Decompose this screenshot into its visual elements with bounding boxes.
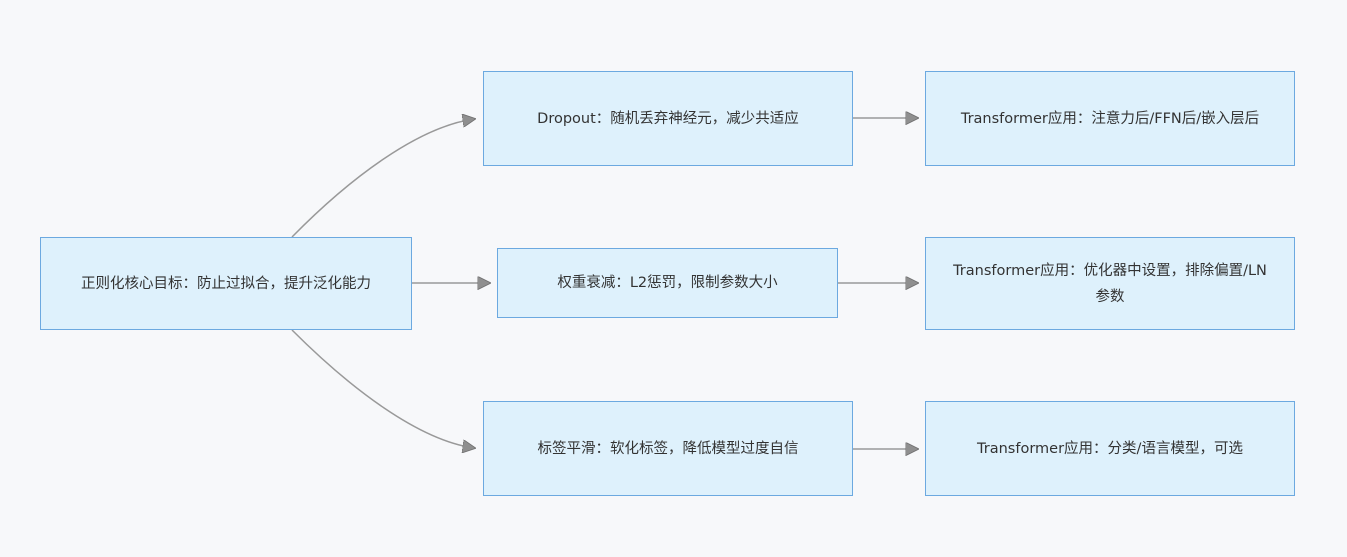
node-weight-decay-label: 权重衰减：L2惩罚，限制参数大小 xyxy=(557,275,778,291)
node-weight-decay: 权重衰减：L2惩罚，限制参数大小 xyxy=(497,248,838,318)
edge-root-dropout xyxy=(291,119,474,238)
node-label-smoothing: 标签平滑：软化标签，降低模型过度自信 xyxy=(483,401,853,496)
node-dropout-label: Dropout：随机丢弃神经元，减少共适应 xyxy=(537,110,799,127)
edge-root-label-smoothing xyxy=(291,329,474,448)
node-label-smoothing-label: 标签平滑：软化标签，降低模型过度自信 xyxy=(537,440,799,457)
node-root: 正则化核心目标：防止过拟合，提升泛化能力 xyxy=(40,237,412,330)
node-weight-decay-transformer-app: Transformer应用：优化器中设置，排除偏置/LN参数 xyxy=(925,237,1295,330)
node-label-smoothing-transformer-app-label: Transformer应用：分类/语言模型，可选 xyxy=(977,440,1243,457)
node-dropout: Dropout：随机丢弃神经元，减少共适应 xyxy=(483,71,853,166)
node-weight-decay-transformer-app-label: Transformer应用：优化器中设置，排除偏置/LN参数 xyxy=(953,262,1267,305)
node-dropout-transformer-app: Transformer应用：注意力后/FFN后/嵌入层后 xyxy=(925,71,1295,166)
node-dropout-transformer-app-label: Transformer应用：注意力后/FFN后/嵌入层后 xyxy=(960,110,1260,127)
node-root-label: 正则化核心目标：防止过拟合，提升泛化能力 xyxy=(81,275,371,292)
node-label-smoothing-transformer-app: Transformer应用：分类/语言模型，可选 xyxy=(925,401,1295,496)
